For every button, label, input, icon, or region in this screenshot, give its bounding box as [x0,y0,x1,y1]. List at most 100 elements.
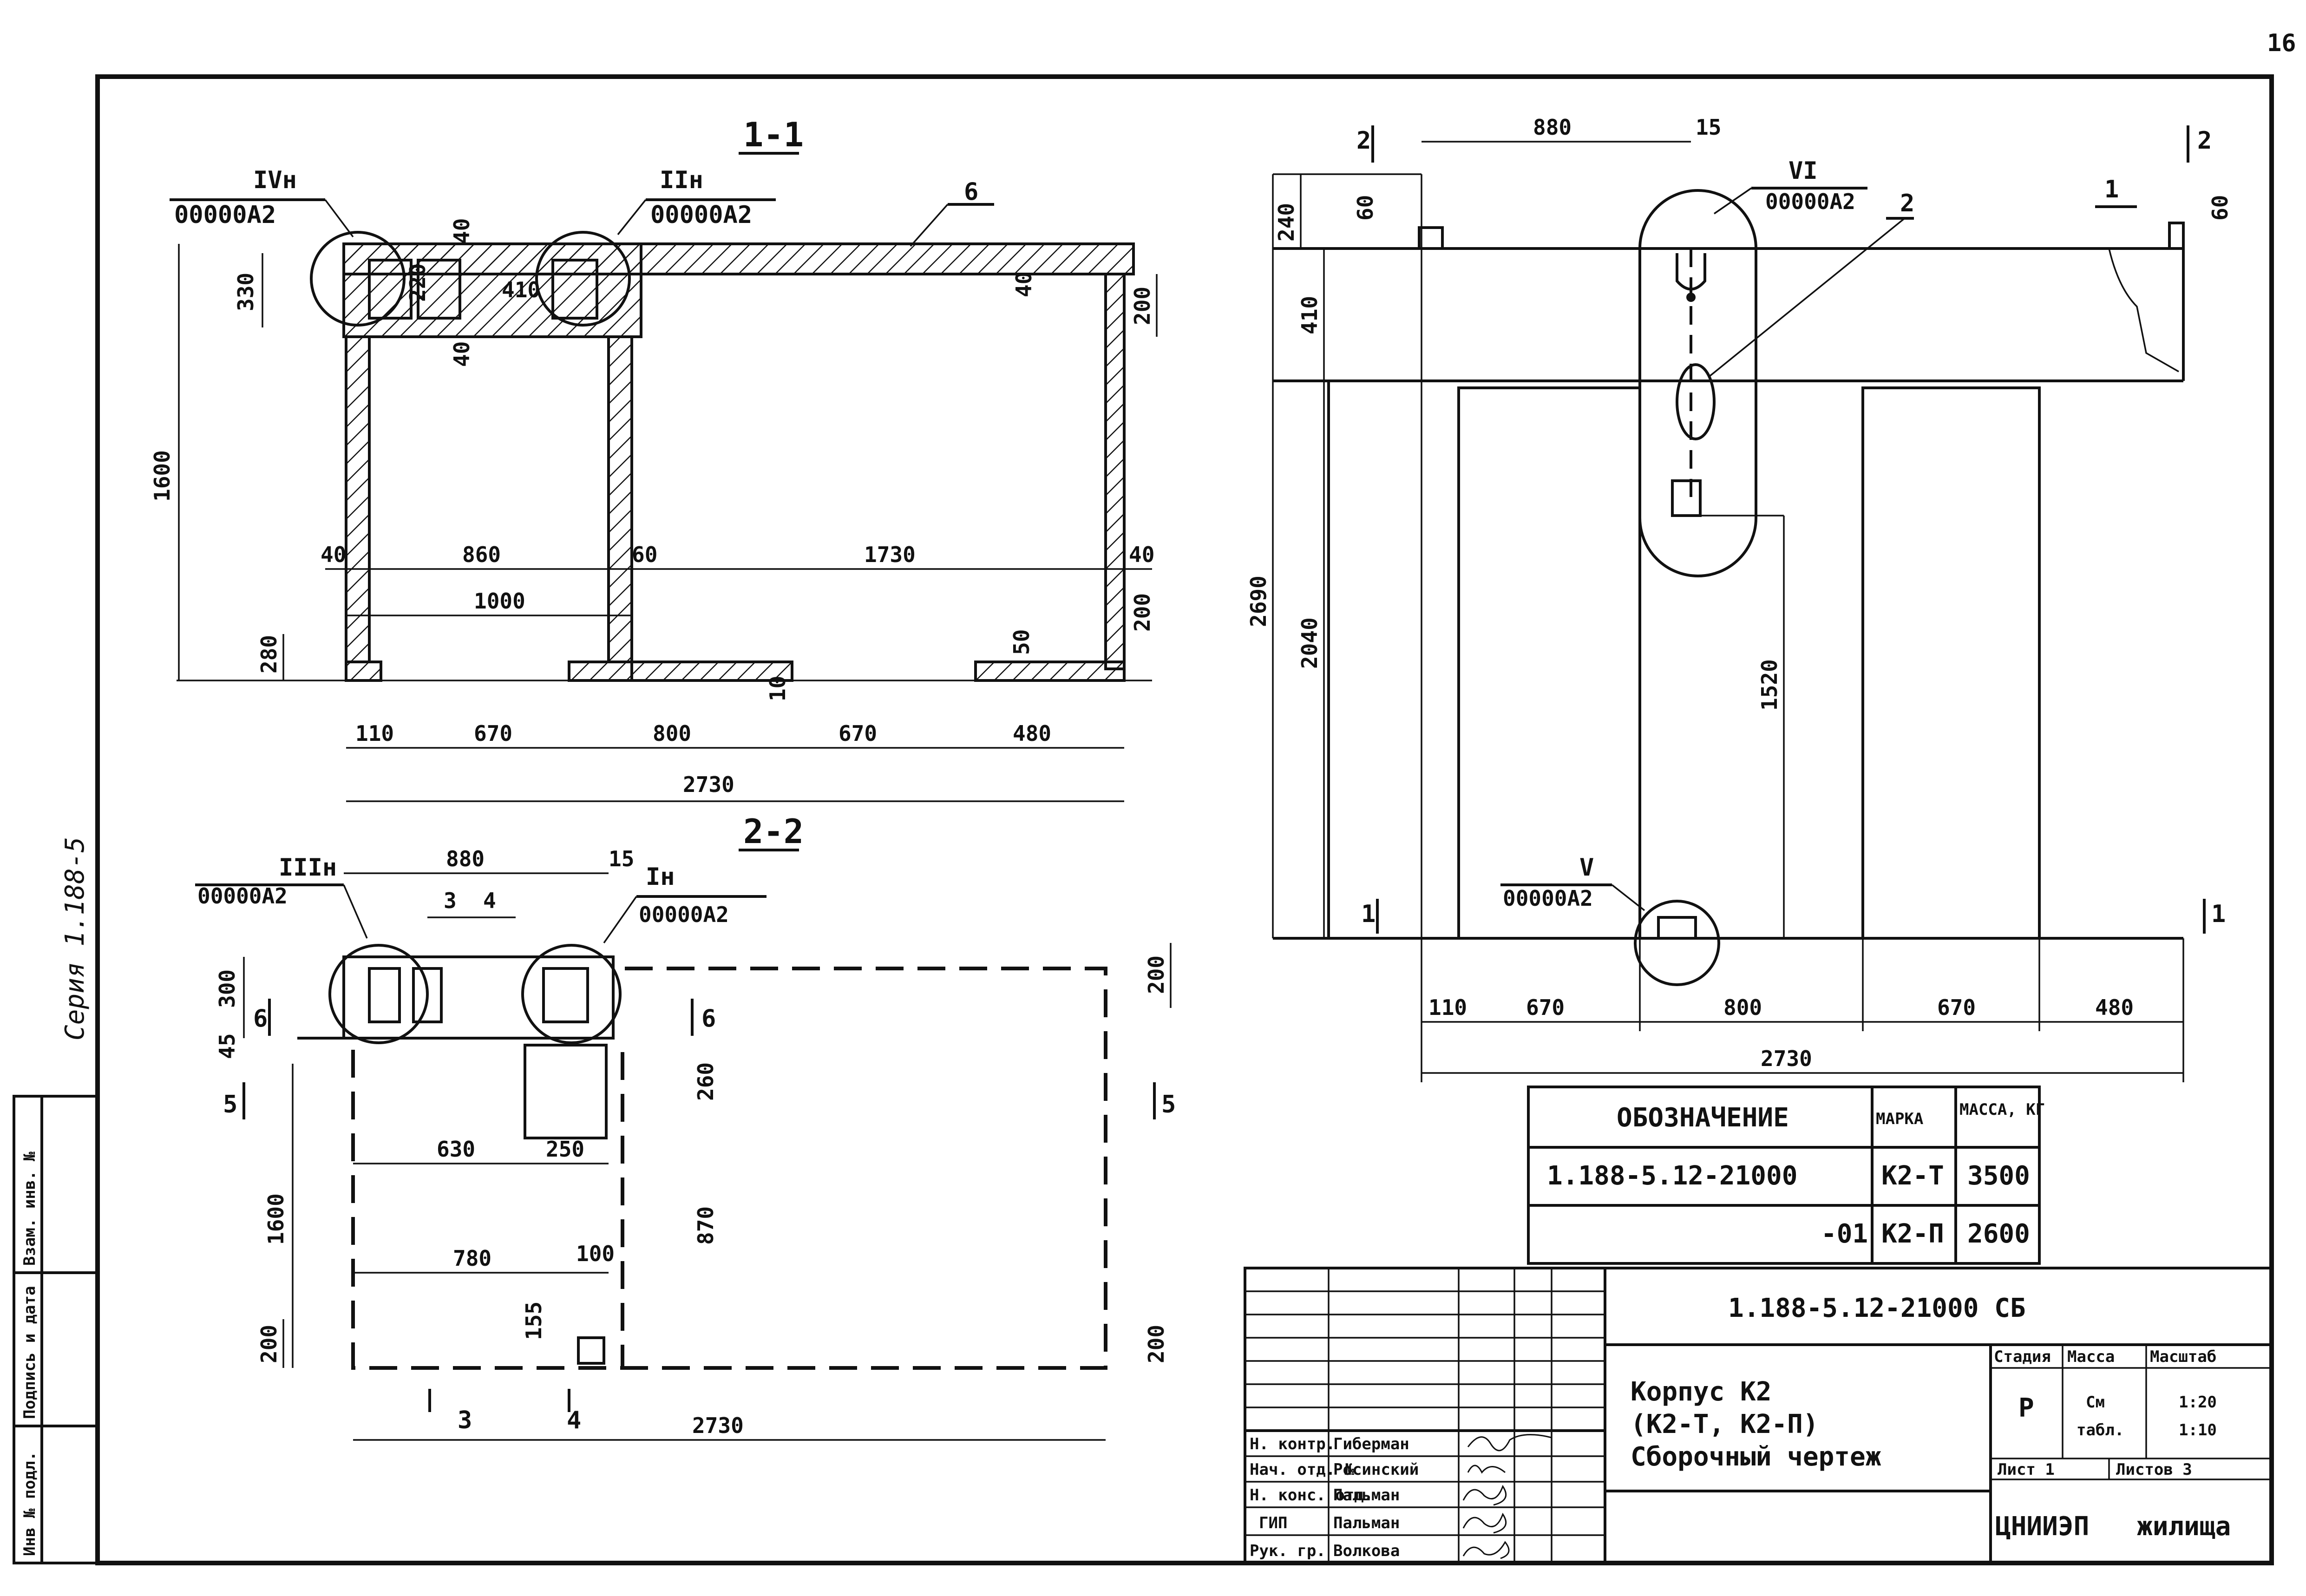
strip-inv-podl: Инв № подл. [20,1452,39,1556]
section-2-2: 2-2 IIIн 00000А2 Iн 00000А2 880 15 3 4 3… [195,812,1176,1441]
d330: 330 [233,273,258,311]
callout-ii-ref: 00000А2 [650,201,752,229]
spec-table: ОБОЗНАЧЕНИЕ МАРКА МАССА, КГ 1.188-5.12-2… [1527,1086,2045,1265]
d860: 860 [462,542,501,567]
d2730: 2730 [683,772,734,797]
d60: 60 [632,542,657,567]
section-1-1-title: 1-1 [743,115,804,154]
elev-cut-2-right: 2 [2197,127,2212,155]
d3-22: 3 [444,888,457,913]
strip-vzam-inv: Взам. инв. № [20,1151,39,1266]
stage-value: Р [2018,1393,2034,1423]
sec3-22: 3 [458,1406,472,1434]
d630-22: 630 [437,1137,475,1162]
d200c-22: 200 [1144,1325,1169,1363]
signature-2 [1462,1485,1507,1506]
scale-value-1: 1:20 [2179,1393,2217,1412]
d220: 220 [405,263,430,302]
scale-value-2: 1:10 [2179,1421,2217,1439]
sheet-number: Лист 1 [1998,1460,2055,1479]
d300-22: 300 [215,969,240,1008]
callout-i: Iн [646,863,675,891]
elevation-view: 2 2 880 15 VI 00000А2 2 1 [1246,115,2233,1082]
callout-ii: IIн [660,166,703,194]
org-sub: жилища [2137,1511,2231,1542]
d15-22: 15 [609,846,634,871]
spec-row1-mass: 3500 [1967,1161,2030,1191]
spec-header-mark: МАРКА [1876,1110,1923,1128]
elev-d1520: 1520 [1757,659,1782,711]
cut-6b: 6 [701,1005,716,1033]
d250-22: 250 [546,1137,584,1162]
name-1: Росинский [1333,1460,1419,1479]
spec-row1-mark: К2-Т [1881,1161,1944,1191]
d40b: 40 [449,341,474,367]
elev-d410: 410 [1297,296,1322,334]
d410: 410 [502,277,540,302]
d780-22: 780 [453,1246,491,1271]
elev-d60a: 60 [1353,195,1378,221]
elev-d110: 110 [1428,995,1467,1020]
left-strip: Взам. инв. № Подпись и дата Инв № подл. [13,1095,99,1564]
cut-6a: 6 [253,1005,268,1033]
mass-value-1: См [2086,1393,2105,1412]
signature-0 [1467,1434,1552,1452]
d200b-22: 200 [256,1325,282,1363]
signature-3 [1462,1512,1507,1534]
stage-label: Стадия [1994,1347,2051,1366]
d40d: 40 [321,542,346,567]
d670a: 670 [474,721,512,746]
d100-22: 100 [576,1241,615,1266]
sheet-frame [95,74,2274,1565]
d50: 50 [1009,629,1034,655]
spec-header-designation: ОБОЗНАЧЕНИЕ [1617,1103,1789,1133]
elev-d670b: 670 [1937,995,1976,1020]
d800: 800 [653,721,691,746]
mass-label: Масса [2067,1347,2115,1366]
d200b: 200 [1130,593,1155,632]
spec-header-mass: МАССА, КГ [1959,1100,2045,1119]
elev-cut-1-right: 1 [2211,900,2226,928]
elev-d800: 800 [1723,995,1762,1020]
callout-i-ref: 00000А2 [639,902,729,927]
d2730-22: 2730 [692,1413,744,1438]
elev-pos-1: 1 [2104,176,2119,203]
elev-d480: 480 [2095,995,2134,1020]
spec-row2-mass: 2600 [1967,1219,2030,1249]
d40e: 40 [1129,542,1154,567]
title-name-1: Корпус К2 [1631,1377,1771,1407]
cut-5a: 5 [223,1091,237,1119]
callout-iii-ref: 00000А2 [197,883,288,909]
elev-d240: 240 [1274,203,1299,242]
callout-iv-ref: 00000А2 [174,201,276,229]
page-number: 16 [2267,29,2296,57]
role-1: Нач. отд. № [1250,1460,1355,1479]
d280: 280 [256,635,282,674]
d40c: 40 [1011,272,1036,297]
elev-pos-2: 2 [1900,190,1914,217]
series-label: Серия 1.188-5 [60,837,90,1040]
elev-d15: 15 [1696,115,1721,140]
elev-d880: 880 [1533,115,1572,140]
doc-code: 1.188-5.12-21000 СБ [1728,1293,2026,1323]
elev-cut-2-left: 2 [1356,127,1371,155]
d1600-22: 1600 [263,1193,288,1245]
d880-22: 880 [446,846,485,871]
name-0: Гиберман [1333,1435,1409,1453]
elev-callout-vi-ref: 00000А2 [1765,189,1855,214]
role-0: Н. контр. [1250,1435,1335,1453]
d260-22: 260 [693,1062,718,1101]
d10: 10 [765,676,790,701]
cut-5b: 5 [1161,1091,1176,1119]
section-1-1: 1-1 IVн 00000А2 IIн 00000А2 6 [150,115,1158,802]
elev-d2730: 2730 [1761,1046,1812,1071]
d670b: 670 [839,721,877,746]
mass-value-2: табл. [2077,1421,2124,1439]
sheet-count: Листов 3 [2116,1460,2192,1479]
d200a-22: 200 [1144,955,1169,994]
spec-row2-mark: К2-П [1881,1219,1944,1249]
d480: 480 [1013,721,1051,746]
d1000: 1000 [474,589,525,614]
d4-22: 4 [483,888,496,913]
